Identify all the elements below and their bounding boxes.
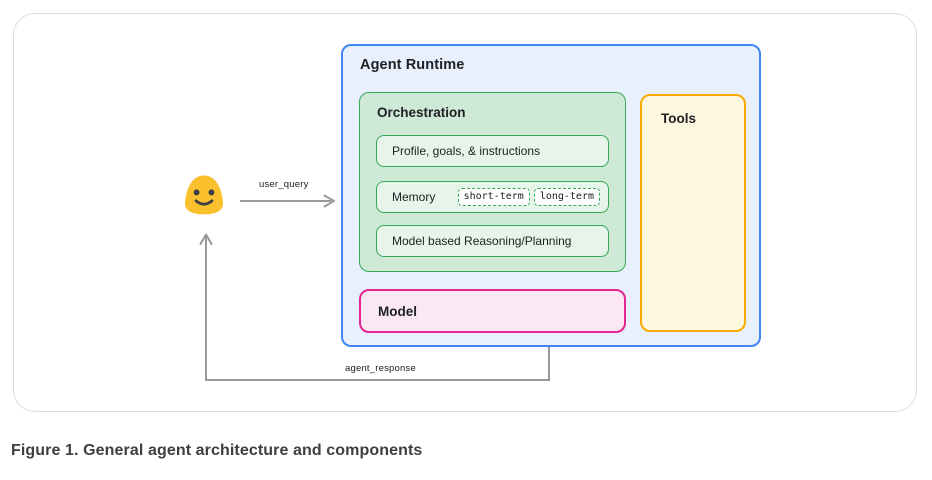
orchestration-box: Orchestration Profile, goals, & instruct… xyxy=(359,92,626,272)
short-term-chip: short-term xyxy=(457,188,530,206)
long-term-chip: long-term xyxy=(533,188,600,206)
tools-label: Tools xyxy=(661,111,696,126)
profile-goals-instructions-box: Profile, goals, & instructions xyxy=(376,135,609,167)
user-query-label: user_query xyxy=(259,179,309,190)
model-label: Model xyxy=(378,303,417,319)
reasoning-planning-box: Model based Reasoning/Planning xyxy=(376,225,609,257)
agent-response-label: agent_response xyxy=(345,363,416,374)
model-box: Model xyxy=(359,289,626,333)
reasoning-planning-label: Model based Reasoning/Planning xyxy=(392,234,572,248)
user-blob-emoji-icon xyxy=(185,175,223,215)
memory-box: Memory short-term long-term xyxy=(376,181,609,213)
agent-runtime-box: Agent Runtime Orchestration Profile, goa… xyxy=(341,44,761,347)
orchestration-title: Orchestration xyxy=(377,105,466,120)
profile-goals-instructions-label: Profile, goals, & instructions xyxy=(392,144,541,158)
tools-box: Tools xyxy=(640,94,746,332)
memory-chips: short-term long-term xyxy=(457,188,600,206)
memory-label: Memory xyxy=(392,190,436,204)
agent-runtime-title: Agent Runtime xyxy=(360,57,465,73)
figure-caption: Figure 1. General agent architecture and… xyxy=(11,442,423,459)
